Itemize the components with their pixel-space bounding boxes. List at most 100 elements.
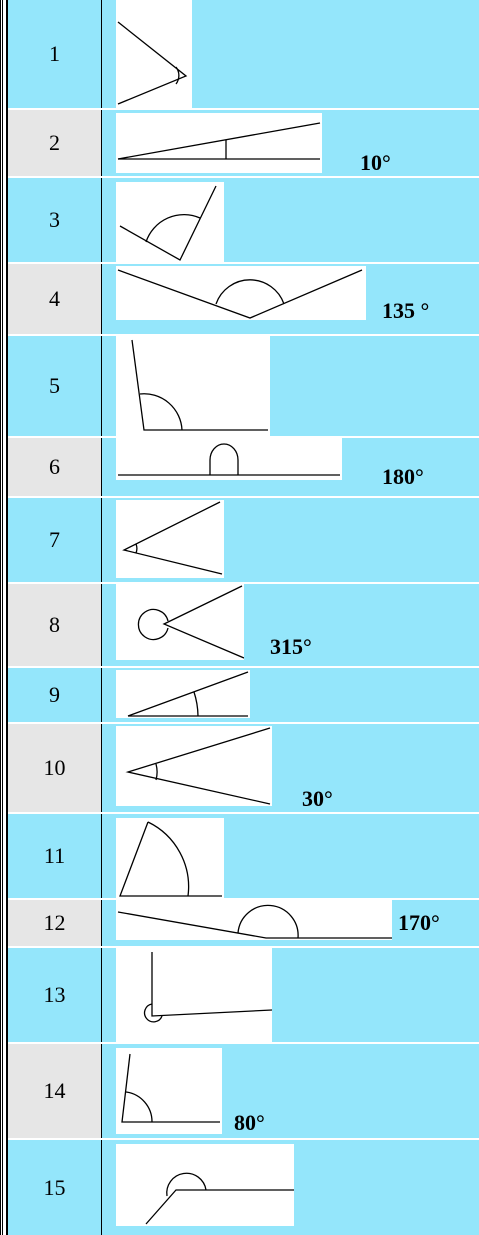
angle-figure: [116, 726, 272, 806]
table-row: 11: [8, 814, 479, 900]
angle-figure: [116, 266, 366, 320]
angle-answer: 170°: [398, 910, 440, 935]
row-number: 9: [49, 682, 60, 707]
angle-diagram: [117, 21, 188, 105]
angle-figure: [116, 818, 224, 898]
row-number-cell: 13: [8, 948, 102, 1042]
angle-diagram: [119, 185, 217, 261]
row-number: 11: [43, 843, 66, 868]
row-number: 8: [49, 612, 60, 637]
angle-answer: 30°: [302, 786, 333, 811]
figure-cell: [102, 668, 479, 722]
row-number-cell: 12: [8, 900, 102, 946]
table-left-border-inner: [6, 0, 8, 1235]
row-number: 10: [43, 755, 66, 780]
table-row: 5: [8, 336, 479, 438]
figure-cell: [102, 178, 479, 262]
table-row: 2 10°: [8, 110, 479, 178]
row-number: 14: [43, 1078, 66, 1103]
angle-figure: [116, 584, 244, 660]
angle-diagram: [127, 671, 249, 717]
figure-cell: 180°: [102, 438, 479, 496]
angle-diagram: [137, 585, 244, 659]
row-number-cell: 2: [8, 110, 102, 176]
row-number-cell: 3: [8, 178, 102, 262]
angle-diagram: [122, 501, 223, 575]
angle-answer: 80°: [234, 1110, 265, 1135]
table-row: 6 180°: [8, 438, 479, 498]
angle-answer: 180°: [382, 464, 424, 489]
figure-cell: [102, 948, 479, 1042]
angle-diagram: [117, 904, 392, 939]
table-row: 4 135 °: [8, 264, 479, 336]
table-row: 10 30°: [8, 724, 479, 814]
angle-diagram: [117, 122, 321, 160]
row-number: 13: [43, 982, 66, 1007]
angle-figure: [116, 113, 322, 173]
angle-diagram: [121, 1053, 220, 1123]
row-number-cell: 5: [8, 336, 102, 436]
table-row: 12 170°: [8, 900, 479, 948]
figure-cell: 315°: [102, 584, 479, 666]
figure-cell: 30°: [102, 724, 479, 812]
table-row: 9: [8, 668, 479, 724]
angle-table: 1 2: [8, 0, 479, 1235]
figure-cell: [102, 498, 479, 582]
row-number: 4: [49, 286, 60, 311]
row-number: 12: [43, 910, 66, 935]
angle-diagram: [145, 1172, 294, 1225]
row-number: 1: [49, 41, 60, 66]
table-row: 3: [8, 178, 479, 264]
table-row: 13: [8, 948, 479, 1044]
table-row: 15: [8, 1140, 479, 1235]
angle-diagram: [143, 952, 272, 1023]
figure-cell: 135 °: [102, 264, 479, 334]
angle-figure: [116, 948, 272, 1042]
row-number-cell: 4: [8, 264, 102, 334]
angle-figure: [116, 670, 250, 718]
angle-figure: [116, 1144, 294, 1226]
row-number: 6: [49, 454, 60, 479]
row-number-cell: 9: [8, 668, 102, 722]
table-row: 14 80°: [8, 1044, 479, 1140]
figure-cell: [102, 814, 479, 898]
angle-figure: [116, 1048, 222, 1134]
table-row: 8 315°: [8, 584, 479, 668]
angle-figure: [116, 900, 392, 940]
table-left-border: [0, 0, 3, 1235]
row-number: 15: [43, 1174, 66, 1200]
row-number-cell: 10: [8, 724, 102, 812]
row-number-cell: 11: [8, 814, 102, 898]
angle-figure: [116, 500, 224, 578]
angle-answer: 135 °: [382, 298, 430, 323]
angle-diagram: [117, 269, 363, 319]
figure-cell: [102, 0, 479, 108]
figure-cell: [102, 336, 479, 436]
angle-figure: [116, 182, 224, 262]
angle-answer: 10°: [360, 150, 391, 175]
row-number: 2: [49, 130, 60, 155]
row-number: 7: [49, 527, 60, 552]
table-row: 7: [8, 498, 479, 584]
row-number-cell: 1: [8, 0, 102, 108]
angle-answer: 315°: [270, 634, 312, 659]
row-number-cell: 7: [8, 498, 102, 582]
row-number-cell: 14: [8, 1044, 102, 1138]
row-number-cell: 15: [8, 1140, 102, 1235]
angle-diagram: [119, 821, 222, 897]
row-number: 3: [49, 207, 60, 232]
row-number-cell: 6: [8, 438, 102, 496]
figure-cell: 10°: [102, 110, 479, 176]
angle-diagram: [118, 443, 340, 476]
angle-figure: [116, 0, 192, 108]
table-row: 1: [8, 0, 479, 110]
figure-cell: [102, 1140, 479, 1235]
angle-diagram: [125, 727, 271, 805]
row-number: 5: [49, 373, 60, 398]
figure-cell: 170°: [102, 900, 479, 946]
figure-cell: 80°: [102, 1044, 479, 1138]
angle-diagram: [131, 339, 268, 431]
angle-figure: [116, 438, 342, 480]
angle-figure: [116, 336, 270, 436]
row-number-cell: 8: [8, 584, 102, 666]
